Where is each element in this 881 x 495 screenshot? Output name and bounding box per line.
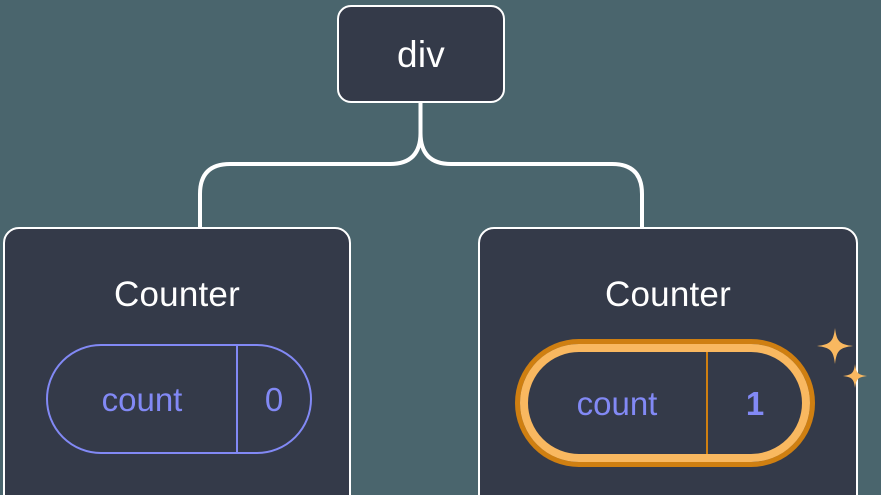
counter-left-title: Counter: [114, 275, 240, 314]
state-value-right: 1: [745, 384, 765, 422]
edge-root-to-counter-left: [198, 132, 423, 228]
node-counter-left[interactable]: Counter count 0: [3, 227, 351, 495]
state-pill-divider-left: [236, 346, 238, 452]
state-key-left: count: [101, 380, 183, 418]
sparkle-small-icon: [843, 364, 867, 388]
node-div[interactable]: div: [337, 5, 505, 103]
edge-root-to-counter-right: [418, 132, 644, 228]
node-counter-right[interactable]: Counter count 1: [478, 227, 867, 495]
state-key-right: count: [576, 384, 658, 422]
state-pill-right-wrap: count 1: [520, 344, 810, 462]
sparkle-icon: [817, 328, 867, 388]
counter-right-title: Counter: [605, 275, 731, 314]
state-value-left: 0: [264, 380, 284, 418]
sparkle-large-icon: [817, 328, 853, 364]
node-div-label: div: [397, 33, 445, 75]
state-pill-right[interactable]: count 1: [520, 344, 810, 462]
state-pill-divider-right: [706, 352, 708, 454]
state-pill-left-wrap: count 0: [46, 344, 312, 454]
state-pill-left[interactable]: count 0: [46, 344, 312, 454]
